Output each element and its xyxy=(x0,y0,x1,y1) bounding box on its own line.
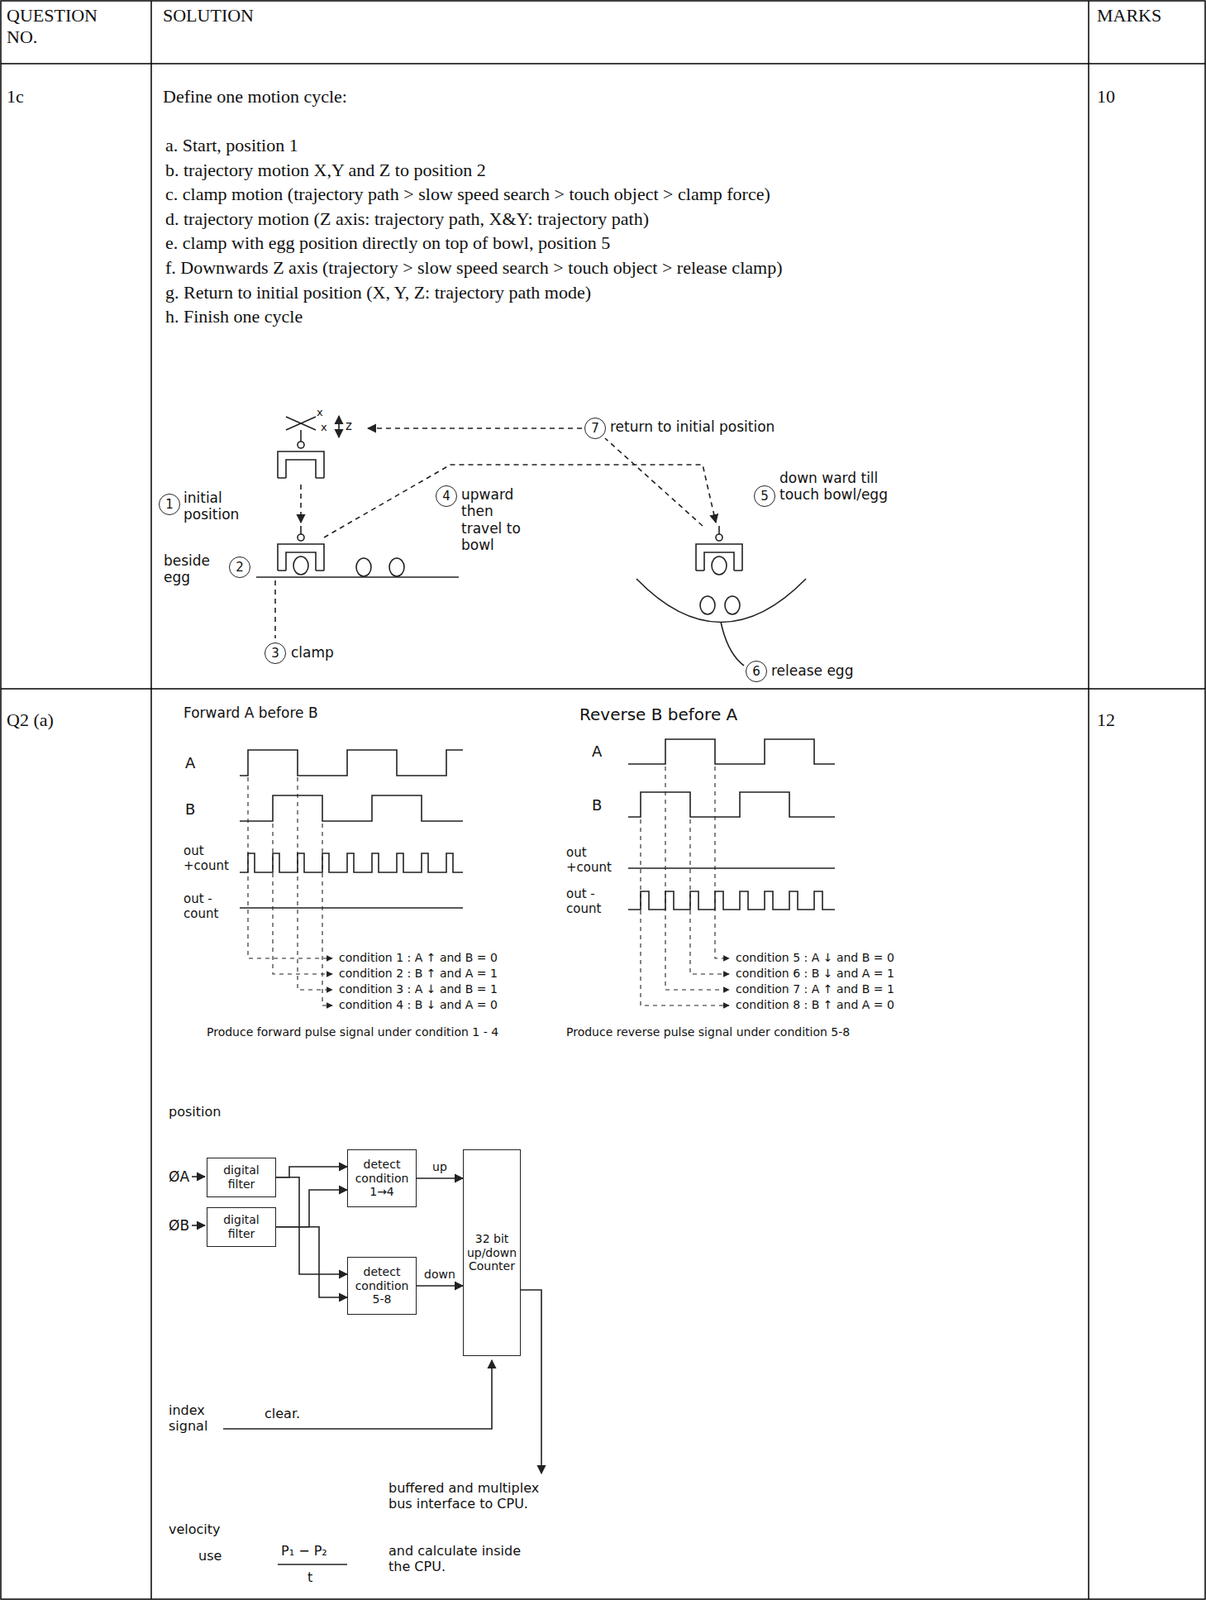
box-label: detect condition 1→4 xyxy=(351,1157,413,1199)
annotation: initial position xyxy=(183,489,254,524)
note: Produce forward pulse signal under condi… xyxy=(206,1024,554,1040)
annotation: upward then travel to bowl xyxy=(461,486,528,554)
table-cell: Define one motion cycle: xyxy=(162,85,348,108)
signal-name: out -count xyxy=(183,891,235,921)
list-item: a. Start, position 1 xyxy=(165,134,299,157)
annotation: clamp xyxy=(290,643,334,661)
counter-box: 32 bit up/down Counter xyxy=(462,1148,521,1356)
signal-name: out +count xyxy=(183,843,235,873)
annotation: down ward till touch bowl/egg xyxy=(779,469,904,504)
signal-name: out -count xyxy=(566,886,618,916)
annotation: beside egg xyxy=(163,552,224,587)
table-cell: 1c xyxy=(6,85,24,108)
condition-note: condition 8 : B ↑ and A = 0 xyxy=(735,997,895,1012)
signal-connector xyxy=(416,1284,463,1287)
callout-circle: 7 xyxy=(584,417,606,439)
callout-number: 6 xyxy=(752,663,761,679)
logic-box: detect condition 1→4 xyxy=(347,1148,417,1207)
list-item: f. Downwards Z axis (trajectory > slow s… xyxy=(165,257,782,279)
timing-diagram xyxy=(239,738,835,1006)
list-item: g. Return to initial position (X, Y, Z: … xyxy=(165,281,592,304)
box-label: 32 bit up/down Counter xyxy=(467,1231,517,1273)
filter-box: digital filter xyxy=(206,1157,277,1197)
table-header: SOLUTION xyxy=(162,4,254,27)
table-header: QUESTION NO. xyxy=(6,4,115,49)
condition-note: condition 4 : B ↓ and A = 0 xyxy=(338,997,498,1012)
signal-name: ØB xyxy=(168,1216,190,1234)
signal-name: B xyxy=(591,796,602,815)
signal-connector xyxy=(276,1189,348,1227)
callout-circle: 6 xyxy=(745,660,768,682)
box-label: digital filter xyxy=(210,1212,272,1241)
callout-circle: 1 xyxy=(158,493,181,515)
signal-name: index signal xyxy=(168,1401,220,1434)
note: Produce reverse pulse signal under condi… xyxy=(566,1024,914,1040)
table-header: MARKS xyxy=(1096,4,1162,27)
callout-number: 3 xyxy=(271,645,280,661)
condition-note: condition 6 : B ↓ and A = 1 xyxy=(735,966,895,981)
annotation: release egg xyxy=(771,662,854,679)
note: and calculate inside the CPU. xyxy=(388,1542,530,1574)
formula: t xyxy=(307,1568,313,1585)
callout-number: 1 xyxy=(165,496,174,512)
note: use xyxy=(198,1547,222,1564)
signal-connector xyxy=(276,1166,348,1178)
diagram-title: Forward A before B xyxy=(183,704,319,721)
diagram-title: Reverse B before A xyxy=(579,704,738,725)
callout-circle: 4 xyxy=(435,485,458,507)
list-item: c. clamp motion (trajectory path > slow … xyxy=(165,183,771,205)
axis-label: x xyxy=(320,420,328,434)
signal-name: A xyxy=(185,753,196,773)
condition-note: condition 1 : A ↑ and B = 0 xyxy=(338,950,498,965)
signal-name: A xyxy=(591,742,602,761)
edge-label: down xyxy=(422,1267,458,1281)
section-heading: velocity xyxy=(168,1520,221,1537)
table-cell: 10 xyxy=(1096,85,1116,108)
filter-box: digital filter xyxy=(206,1206,277,1247)
callout-circle: 2 xyxy=(228,556,251,578)
condition-note: condition 7 : A ↑ and B = 1 xyxy=(735,981,895,997)
axis-label: x xyxy=(316,405,324,420)
condition-note: condition 2 : B ↑ and A = 1 xyxy=(338,966,498,981)
annotation: clear. xyxy=(264,1405,301,1421)
signal-connector xyxy=(416,1177,463,1179)
callout-number: 7 xyxy=(591,420,600,436)
callout-number: 4 xyxy=(442,488,451,504)
callout-circle: 5 xyxy=(753,485,776,507)
callout-circle: 3 xyxy=(264,642,287,664)
signal-name: B xyxy=(185,800,196,819)
box-label: detect condition 5-8 xyxy=(351,1264,413,1307)
list-item: h. Finish one cycle xyxy=(165,305,303,328)
signal-name: ØA xyxy=(168,1167,190,1185)
signal-connector xyxy=(276,1226,348,1297)
annotation: return to initial position xyxy=(610,418,775,435)
callout-number: 5 xyxy=(760,488,769,504)
table-cell: 12 xyxy=(1096,709,1116,731)
list-item: d. trajectory motion (Z axis: trajectory… xyxy=(165,208,649,230)
section-heading: position xyxy=(168,1103,221,1120)
axis-label: z xyxy=(345,418,353,434)
list-item: e. clamp with egg position directly on t… xyxy=(165,232,611,254)
list-item: b. trajectory motion X,Y and Z to positi… xyxy=(165,159,487,182)
callout-number: 2 xyxy=(235,559,244,575)
condition-note: condition 3 : A ↓ and B = 1 xyxy=(338,981,498,997)
logic-box: detect condition 5-8 xyxy=(347,1256,417,1315)
condition-note: condition 5 : A ↓ and B = 0 xyxy=(735,950,895,965)
formula: P₁ − P₂ xyxy=(281,1542,328,1559)
note: buffered and multiplex bus interface to … xyxy=(388,1479,554,1512)
signal-connector xyxy=(276,1177,348,1274)
signal-name: out +count xyxy=(566,844,618,875)
gripper-sketch xyxy=(256,415,806,666)
edge-label: up xyxy=(430,1159,449,1173)
box-label: digital filter xyxy=(210,1163,272,1192)
table-cell: Q2 (a) xyxy=(6,709,54,731)
